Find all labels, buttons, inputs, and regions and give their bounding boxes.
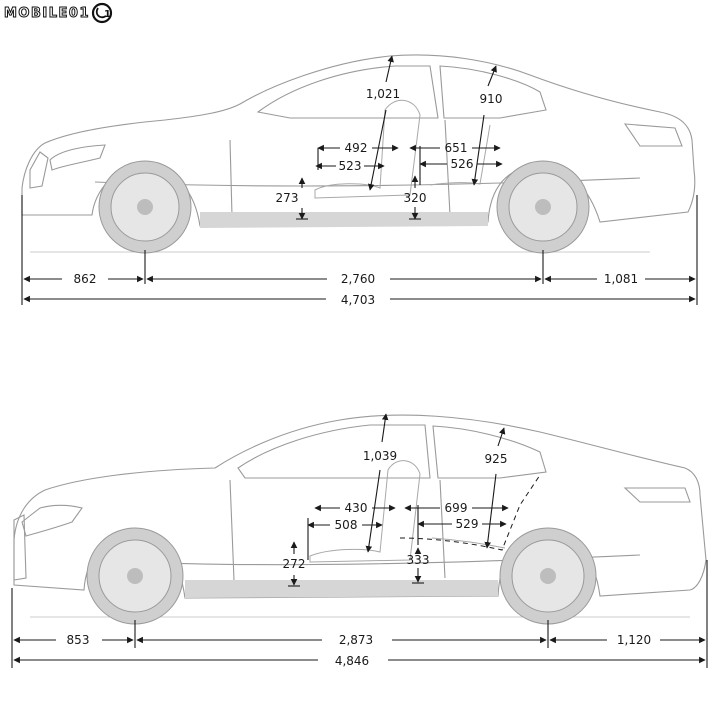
- top-dimension-lines: [21, 55, 698, 305]
- bottom-seats: [309, 460, 506, 563]
- top-front-headroom-label: 1,021: [366, 87, 400, 101]
- bottom-car-shadow: [30, 580, 690, 618]
- top-front-legroom-b-label: 523: [339, 159, 362, 173]
- bottom-rear-headroom-label: 925: [485, 452, 508, 466]
- top-front-overhang-label: 862: [74, 272, 97, 286]
- bottom-front-legroom-b-label: 508: [335, 518, 358, 532]
- top-rear-wheel: [496, 160, 590, 254]
- top-rear-legroom-a-label: 651: [445, 141, 468, 155]
- top-car-shadow: [30, 212, 650, 253]
- bottom-front-seat-height-label: 272: [283, 557, 306, 571]
- bottom-front-overhang-label: 853: [67, 633, 90, 647]
- bottom-rear-seat-dashed-outline: [399, 474, 541, 551]
- bottom-front-legroom-a-label: 430: [345, 501, 368, 515]
- top-front-seat-height-label: 273: [276, 191, 299, 205]
- bottom-rear-wheel: [499, 527, 597, 625]
- bottom-front-headroom-label: 1,039: [363, 449, 397, 463]
- top-rear-overhang-label: 1,081: [604, 272, 638, 286]
- bottom-rear-overhang-label: 1,120: [617, 633, 651, 647]
- top-rear-headroom-label: 910: [480, 92, 503, 106]
- top-car-outline: [21, 54, 696, 227]
- bottom-rear-seat-height-label: 333: [407, 553, 430, 567]
- top-rear-seat-height-label: 320: [404, 191, 427, 205]
- top-rear-legroom-b-label: 526: [451, 157, 474, 171]
- bottom-rear-legroom-a-label: 699: [445, 501, 468, 515]
- logo-wordmark: MOBILE01: [4, 5, 90, 21]
- svg-text:1: 1: [104, 9, 111, 20]
- bottom-rear-legroom-b-label: 529: [456, 517, 479, 531]
- top-overall-length-label: 4,703: [341, 293, 375, 307]
- top-seats: [314, 100, 491, 199]
- bottom-overall-length-label: 4,846: [335, 654, 369, 668]
- top-wheelbase-label: 2,760: [341, 272, 375, 286]
- bottom-wheelbase-label: 2,873: [339, 633, 373, 647]
- top-front-wheel: [98, 160, 192, 254]
- mobile01-logo-icon: 1: [91, 2, 113, 24]
- top-front-legroom-a-label: 492: [345, 141, 368, 155]
- bottom-front-wheel: [86, 527, 184, 625]
- bottom-car-outline: [13, 414, 707, 599]
- bottom-dimension-lines: [11, 413, 708, 668]
- brand-logo: MOBILE01 1: [4, 2, 114, 24]
